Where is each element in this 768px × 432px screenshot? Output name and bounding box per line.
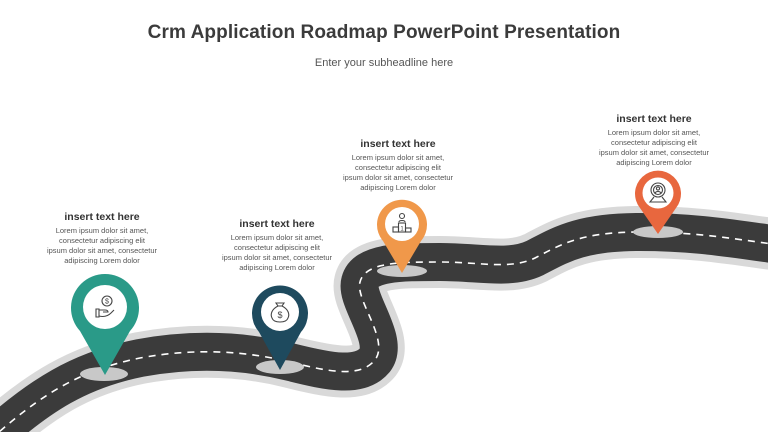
milestone-1-heading: insert text here <box>64 211 140 223</box>
milestone-4-pin[interactable] <box>634 170 682 236</box>
milestone-4-text: insert text here Lorem ipsum dolor sit a… <box>589 113 719 168</box>
svg-text:$: $ <box>105 299 109 306</box>
target-person-icon <box>648 182 668 203</box>
milestone-1-pin[interactable]: $ <box>70 273 140 377</box>
slide-title: Crm Application Roadmap PowerPoint Prese… <box>147 22 621 43</box>
milestone-2-text: insert text here Lorem ipsum dolor sit a… <box>212 218 342 273</box>
milestone-2-heading: insert text here <box>239 218 315 230</box>
milestone-4-body: Lorem ipsum dolor sit amet, consectetur … <box>598 128 710 167</box>
slide-subtitle: Enter your subheadline here <box>314 57 454 69</box>
milestone-3-pin[interactable]: 1 <box>376 199 428 275</box>
podium-icon: 1 <box>392 212 412 233</box>
milestone-1-text: insert text here Lorem ipsum dolor sit a… <box>37 211 167 266</box>
hand-coin-icon: $ <box>95 295 115 318</box>
milestone-4-heading: insert text here <box>616 113 692 125</box>
milestone-3-heading: insert text here <box>360 138 436 150</box>
milestone-2-pin[interactable]: $ <box>251 284 309 372</box>
svg-text:$: $ <box>277 310 282 320</box>
milestone-2-body: Lorem ipsum dolor sit amet, consectetur … <box>221 233 333 272</box>
money-bag-icon: $ <box>270 302 290 323</box>
pin-shadow-1 <box>80 367 128 381</box>
road-lane-markings <box>0 231 768 432</box>
milestone-3-body: Lorem ipsum dolor sit amet, consectetur … <box>342 153 454 192</box>
milestone-3-text: insert text here Lorem ipsum dolor sit a… <box>333 138 463 193</box>
svg-text:1: 1 <box>400 227 404 233</box>
milestone-1-body: Lorem ipsum dolor sit amet, consectetur … <box>46 226 158 265</box>
